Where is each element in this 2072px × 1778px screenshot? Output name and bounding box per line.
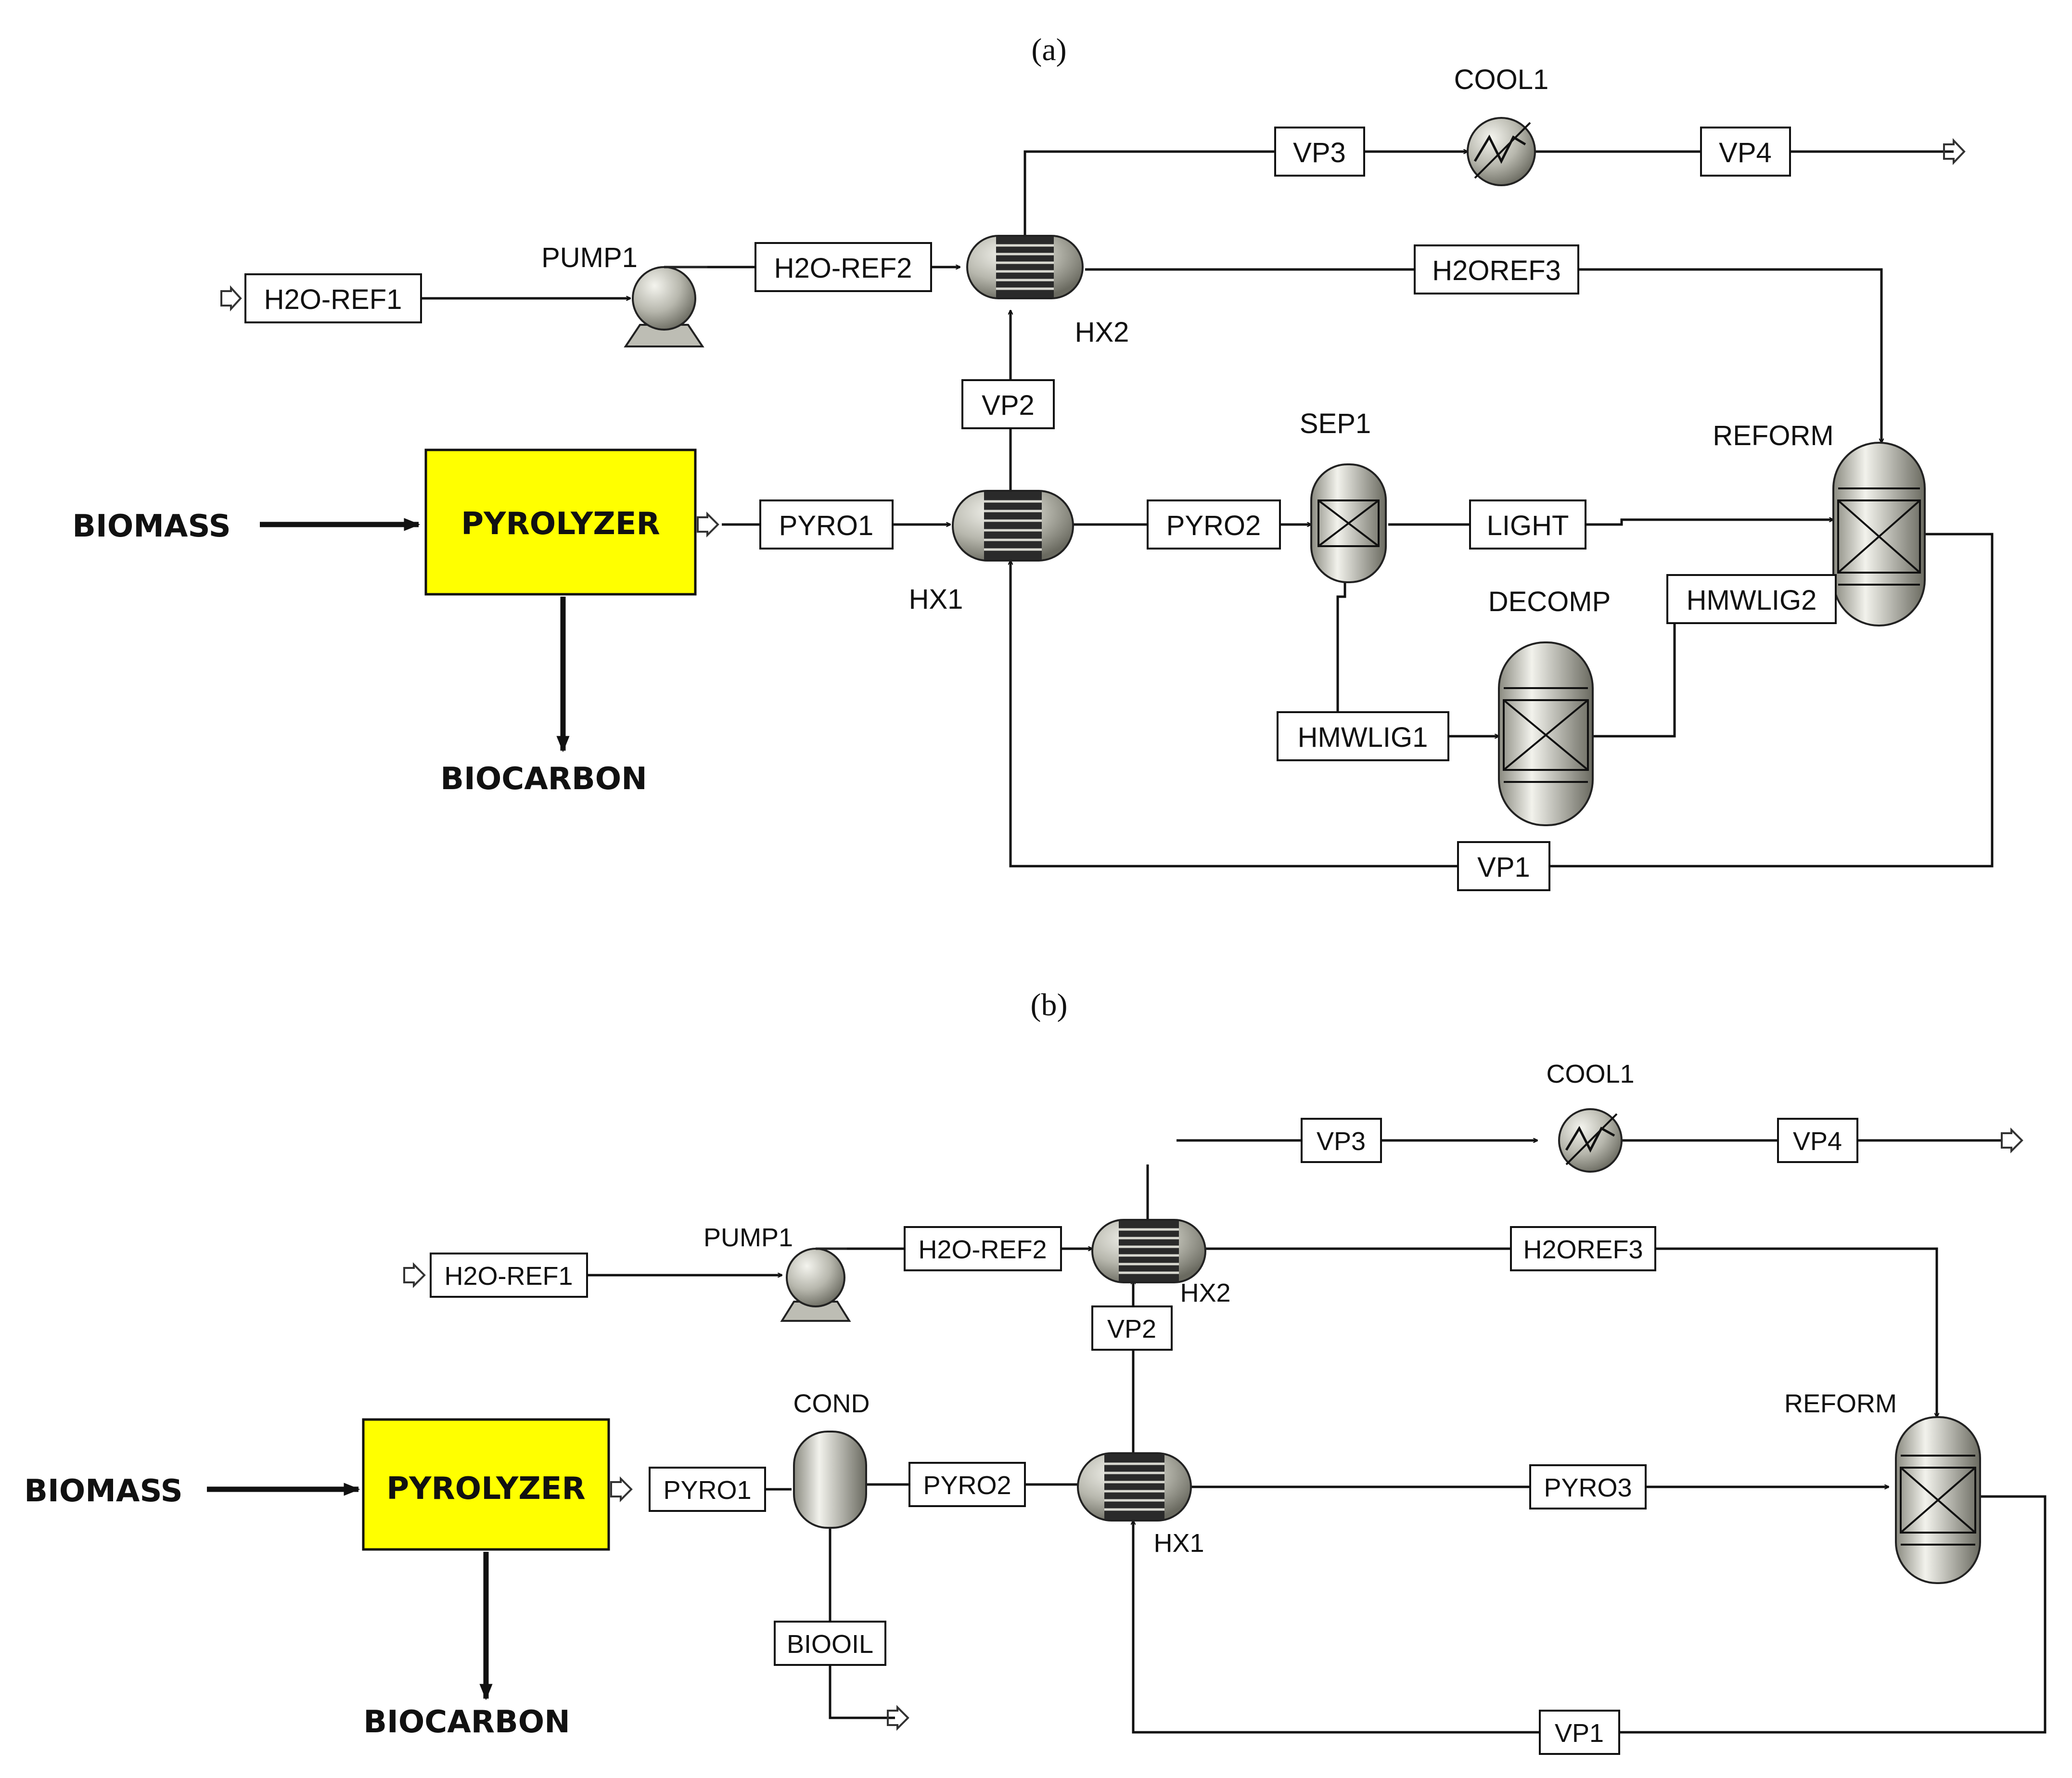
stream-tag-vp2-b[interactable]: VP2 (1091, 1305, 1173, 1351)
pump1-icon[interactable] (624, 266, 707, 347)
stream-tag-biooil-b[interactable]: BIOOIL (774, 1621, 886, 1666)
stream-tag-h2o-ref2[interactable]: H2O-REF2 (755, 242, 932, 292)
reform-label-b: REFORM (1784, 1389, 1897, 1418)
svg-text:H2O-REF2: H2O-REF2 (774, 253, 912, 284)
stream-tag-pyro1-b[interactable]: PYRO1 (649, 1467, 766, 1512)
hx2-icon-b[interactable] (1091, 1219, 1206, 1283)
svg-text:LIGHT: LIGHT (1487, 510, 1569, 541)
svg-text:PYRO2: PYRO2 (1166, 510, 1261, 541)
sep1-icon[interactable] (1310, 463, 1387, 583)
hx1-icon-b[interactable] (1077, 1452, 1192, 1522)
svg-text:VP2: VP2 (982, 390, 1035, 421)
biooil-product-arrow-icon-b (887, 1705, 909, 1731)
stream-h2oref3-line (1085, 268, 1881, 443)
stream-tag-vp1[interactable]: VP1 (1457, 841, 1550, 891)
svg-text:VP3: VP3 (1293, 137, 1346, 168)
pyrolyzer-outlet-arrow-icon-b (610, 1476, 633, 1502)
panel-a-title: (a) (1031, 32, 1066, 67)
biomass-label-b: BIOMASS (24, 1473, 183, 1509)
stream-h2oref3-line-b (1203, 1247, 1937, 1417)
svg-text:PYRO3: PYRO3 (1544, 1473, 1632, 1502)
svg-text:H2O-REF1: H2O-REF1 (264, 284, 402, 315)
svg-text:PYRO1: PYRO1 (663, 1476, 751, 1505)
panel-a: (a) (72, 32, 1994, 891)
stream-vp1-line (1010, 533, 1994, 868)
cool1-icon[interactable] (1467, 117, 1536, 186)
cool1-label: COOL1 (1454, 64, 1549, 95)
cool1-label-b: COOL1 (1546, 1060, 1634, 1088)
stream-tag-vp2[interactable]: VP2 (961, 379, 1055, 429)
panel-b-title: (b) (1031, 987, 1068, 1023)
pyrolyzer-block[interactable]: PYROLYZER (424, 448, 697, 596)
pyrolyzer-outlet-arrow-icon (697, 512, 719, 537)
stream-tag-h2o-ref1[interactable]: H2O-REF1 (244, 273, 422, 323)
biocarbon-label-b: BIOCARBON (363, 1704, 570, 1740)
stream-tag-pyro2-b[interactable]: PYRO2 (908, 1462, 1026, 1507)
hx2-label-b: HX2 (1180, 1279, 1230, 1307)
svg-text:PYRO2: PYRO2 (923, 1471, 1011, 1500)
vp4-product-arrow-icon (1943, 138, 1966, 165)
stream-vp3-line (1023, 152, 1468, 243)
stream-tag-vp3-b[interactable]: VP3 (1301, 1118, 1382, 1163)
hx1-icon[interactable] (952, 490, 1074, 562)
svg-text:H2O-REF1: H2O-REF1 (444, 1262, 573, 1291)
stream-tag-pyro2[interactable]: PYRO2 (1147, 499, 1281, 550)
cool1-icon-b[interactable] (1558, 1108, 1623, 1173)
hx2-icon[interactable] (966, 235, 1084, 299)
pyrolyzer-label-b: PYROLYZER (386, 1471, 586, 1507)
stream-tag-vp4-b[interactable]: VP4 (1777, 1118, 1858, 1163)
svg-text:VP4: VP4 (1793, 1127, 1842, 1156)
pump1-label: PUMP1 (541, 242, 638, 273)
reform-icon-b[interactable] (1895, 1416, 1981, 1584)
pump1-label-b: PUMP1 (703, 1223, 793, 1252)
biomass-label: BIOMASS (72, 509, 231, 544)
svg-text:BIOOIL: BIOOIL (787, 1630, 873, 1659)
stream-tag-h2o-ref1-b[interactable]: H2O-REF1 (430, 1253, 588, 1298)
decomp-icon[interactable] (1498, 641, 1594, 826)
hx2-label: HX2 (1075, 317, 1129, 348)
pyrolyzer-block-b[interactable]: PYROLYZER (362, 1418, 610, 1551)
svg-text:HMWLIG2: HMWLIG2 (1687, 585, 1817, 616)
svg-text:PYRO1: PYRO1 (779, 510, 874, 541)
svg-text:H2OREF3: H2OREF3 (1432, 255, 1561, 286)
biocarbon-label: BIOCARBON (440, 761, 647, 797)
reform-label: REFORM (1713, 420, 1833, 451)
pyrolyzer-label: PYROLYZER (461, 506, 660, 542)
stream-tag-light[interactable]: LIGHT (1469, 499, 1586, 550)
hx1-label-b: HX1 (1153, 1529, 1204, 1558)
h2o-feed-arrow-icon-b (403, 1262, 426, 1288)
pump1-icon-b[interactable] (780, 1247, 851, 1322)
stream-tag-vp1-b[interactable]: VP1 (1539, 1710, 1620, 1755)
svg-text:VP2: VP2 (1107, 1315, 1156, 1343)
stream-tag-hmwlig2[interactable]: HMWLIG2 (1666, 574, 1837, 624)
svg-text:VP4: VP4 (1719, 137, 1772, 168)
svg-text:H2OREF3: H2OREF3 (1523, 1235, 1643, 1264)
stream-tag-h2oref3[interactable]: H2OREF3 (1414, 244, 1579, 294)
stream-tag-vp4[interactable]: VP4 (1700, 127, 1791, 177)
sep1-label: SEP1 (1300, 408, 1371, 439)
svg-text:VP1: VP1 (1555, 1719, 1604, 1748)
stream-tag-hmwlig1[interactable]: HMWLIG1 (1277, 711, 1449, 761)
svg-text:VP3: VP3 (1317, 1127, 1366, 1156)
vp4-product-arrow-icon-b (2001, 1127, 2023, 1153)
hx1-label: HX1 (909, 584, 963, 615)
stream-light-line (1388, 520, 1833, 526)
stream-tag-h2oref3-b[interactable]: H2OREF3 (1510, 1226, 1656, 1271)
stream-tag-vp3[interactable]: VP3 (1274, 127, 1365, 177)
stream-tag-h2o-ref2-b[interactable]: H2O-REF2 (904, 1226, 1062, 1271)
stream-tag-pyro1[interactable]: PYRO1 (759, 499, 894, 550)
svg-text:H2O-REF2: H2O-REF2 (918, 1235, 1047, 1264)
stream-vp1-line-b (1133, 1495, 2046, 1734)
h2o-feed-arrow-icon (220, 285, 242, 312)
cond-icon-b[interactable] (793, 1431, 867, 1529)
reform-icon[interactable] (1832, 442, 1926, 627)
panel-b: (b) (24, 987, 2046, 1755)
cond-label-b: COND (793, 1389, 870, 1418)
svg-text:VP1: VP1 (1477, 852, 1530, 883)
stream-biooil-line-b (829, 1525, 895, 1719)
decomp-label: DECOMP (1488, 586, 1611, 617)
stream-tag-pyro3-b[interactable]: PYRO3 (1529, 1464, 1647, 1509)
svg-text:HMWLIG1: HMWLIG1 (1298, 722, 1428, 753)
